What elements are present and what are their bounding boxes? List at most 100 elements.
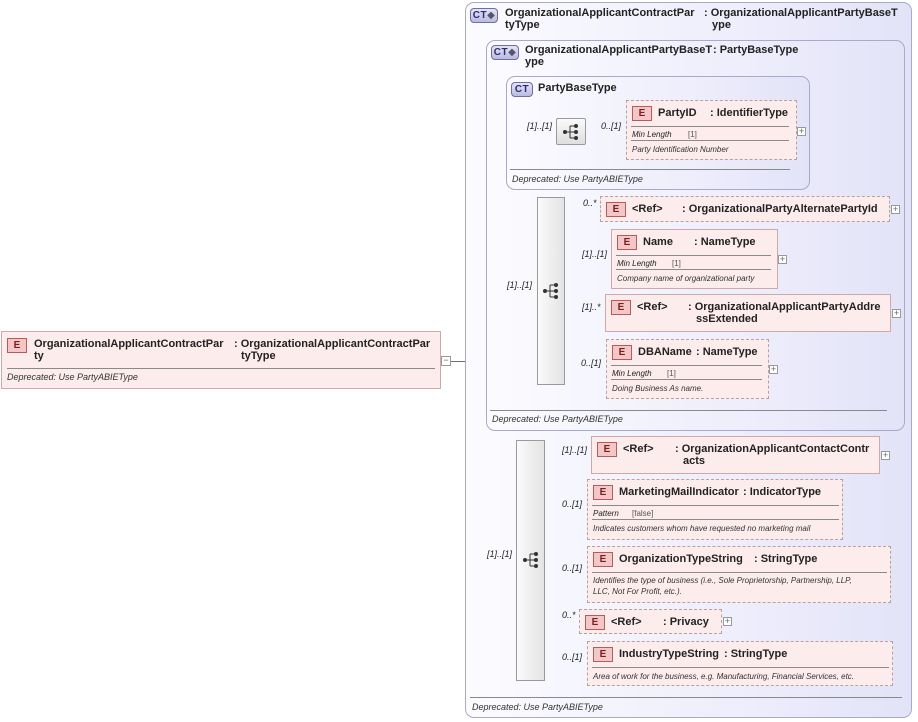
address-element[interactable]: E <Ref> : OrganizationalApplicantPartyAd… (605, 294, 891, 332)
outer-divider (470, 697, 902, 698)
alternate-party-id-element[interactable]: E <Ref> : OrganizationalPartyAlternatePa… (600, 196, 890, 222)
outer-ct-badge: CT◆ (470, 8, 498, 23)
divider (592, 667, 889, 668)
privacy-element[interactable]: E <Ref> : Privacy (579, 609, 722, 634)
root-name-line1: OrganizationalApplicantContractPar (34, 338, 224, 350)
root-type-line2: tyType (241, 350, 276, 362)
marketing-mail-element[interactable]: E MarketingMailIndicator : IndicatorType… (587, 479, 843, 540)
divider (631, 140, 789, 141)
divider (592, 572, 887, 573)
outer-ct-base-line1: : OrganizationalApplicantPartyBaseT (704, 7, 898, 19)
divider (616, 255, 771, 256)
name-type: : NameType (694, 236, 756, 248)
industry-doc: Area of work for the business, e.g. Manu… (593, 672, 855, 681)
orgtype-doc-line2: LLC, Not For Profit, etc.). (593, 587, 682, 596)
element-badge: E (593, 647, 613, 662)
dba-name-element[interactable]: E DBAName : NameType Min Length [1] Doin… (606, 339, 769, 399)
facet-label: Min Length (612, 369, 652, 378)
party-base-ct-badge: CT◆ (491, 45, 519, 60)
party-base-divider (490, 410, 887, 411)
outer-ct-name-line2: tyType (505, 19, 540, 31)
dba-cardinality: 0..[1] (581, 358, 602, 368)
marketing-doc: Indicates customers whom have requested … (593, 524, 811, 533)
element-badge: E (606, 202, 626, 217)
party-seq-cardinality: [1]..[1] (507, 280, 533, 290)
industry-type: : StringType (724, 648, 788, 660)
party-base-ct-name: OrganizationalApplicantPartyBaseT ype (525, 44, 715, 68)
facet-label: Pattern (593, 509, 619, 518)
party-id-type: : IdentifierType (710, 107, 789, 119)
party-base-doc: Deprecated: Use PartyABIEType (492, 414, 623, 424)
privacy-type: : Privacy (663, 616, 709, 628)
marketing-type: : IndicatorType (743, 486, 822, 498)
facet-value: [1] (667, 369, 676, 378)
industry-name: IndustryTypeString (619, 648, 720, 660)
address-type-line1: : OrganizationalApplicantPartyAddre (688, 301, 881, 313)
contact-type: : OrganizationApplicantContactContr acts (675, 443, 880, 467)
industry-cardinality: 0..[1] (562, 652, 583, 662)
element-badge: E (632, 106, 652, 121)
expand-icon[interactable]: + (769, 364, 778, 374)
facet-value: [1] (688, 130, 697, 139)
divider (631, 126, 789, 127)
expand-icon[interactable]: + (723, 616, 732, 626)
party-id-doc: Party Identification Number (632, 145, 729, 154)
root-name-line2: ty (34, 350, 44, 362)
name-name: Name (643, 236, 673, 248)
outer-ct-name: OrganizationalApplicantContractPar tyTyp… (505, 7, 705, 31)
root-connector (441, 361, 477, 362)
expand-icon[interactable]: + (778, 254, 787, 264)
orgtype-type: : StringType (754, 553, 818, 565)
organization-type-element[interactable]: E OrganizationTypeString : StringType Id… (587, 546, 891, 603)
divider (616, 269, 771, 270)
base-doc: Deprecated: Use PartyABIEType (512, 174, 643, 184)
address-ref: <Ref> (637, 301, 668, 313)
root-expand-icon[interactable]: − (441, 356, 451, 366)
contact-cardinality: [1]..[1] (562, 445, 588, 455)
industry-type-element[interactable]: E IndustryTypeString : StringType Area o… (587, 641, 893, 686)
partyid-cardinality: 0..[1] (601, 121, 622, 131)
address-type-line2: ssExtended (696, 313, 758, 325)
root-element[interactable]: E OrganizationalApplicantContractPar ty … (1, 331, 441, 389)
party-id-element[interactable]: E PartyID : IdentifierType Min Length [1… (626, 100, 797, 160)
orgtype-doc-line1: Identifies the type of business (i.e., S… (593, 576, 852, 585)
facet-value: [1] (672, 259, 681, 268)
divider (611, 365, 762, 366)
contact-type-line1: : OrganizationApplicantContactContr (675, 443, 870, 455)
party-base-ct-base: : PartyBaseType (713, 44, 799, 56)
element-badge: E (593, 552, 613, 567)
dba-name: DBAName (638, 346, 692, 358)
orgtype-cardinality: 0..[1] (562, 563, 583, 573)
root-type-line1: : OrganizationalApplicantContractPar (234, 338, 431, 350)
address-type: : OrganizationalApplicantPartyAddre ssEx… (688, 301, 888, 325)
element-badge: E (612, 345, 632, 360)
party-base-name-line2: ype (525, 56, 544, 68)
element-badge: E (7, 338, 27, 353)
orgtype-name: OrganizationTypeString (619, 553, 743, 565)
privacy-cardinality: 0..* (562, 610, 576, 620)
facet-label: Min Length (617, 259, 657, 268)
name-cardinality: [1]..[1] (582, 249, 608, 259)
expand-icon[interactable]: + (881, 450, 890, 460)
alt-type: : OrganizationalPartyAlternatePartyId (682, 203, 878, 215)
root-element-name: OrganizationalApplicantContractPar ty (34, 338, 234, 362)
marketing-cardinality: 0..[1] (562, 499, 583, 509)
name-element[interactable]: E Name : NameType Min Length [1] Company… (611, 229, 778, 289)
expand-icon[interactable]: + (891, 204, 900, 214)
divider (592, 519, 839, 520)
expand-icon[interactable]: + (797, 126, 806, 136)
facet-value: [false] (632, 509, 654, 518)
expand-icon[interactable]: + (892, 308, 901, 318)
alt-ref: <Ref> (632, 203, 663, 215)
sequence-icon (563, 124, 578, 140)
address-cardinality: [1]..* (582, 302, 601, 312)
element-badge: E (593, 485, 613, 500)
contact-contracts-element[interactable]: E <Ref> : OrganizationApplicantContactCo… (591, 436, 880, 474)
divider (611, 379, 762, 380)
root-element-type: : OrganizationalApplicantContractPar tyT… (234, 338, 444, 362)
base-divider (510, 169, 790, 170)
element-badge: E (597, 442, 617, 457)
base-ct-name: PartyBaseType (538, 82, 617, 94)
base-ct-badge: CT (511, 82, 533, 97)
element-badge: E (611, 300, 631, 315)
